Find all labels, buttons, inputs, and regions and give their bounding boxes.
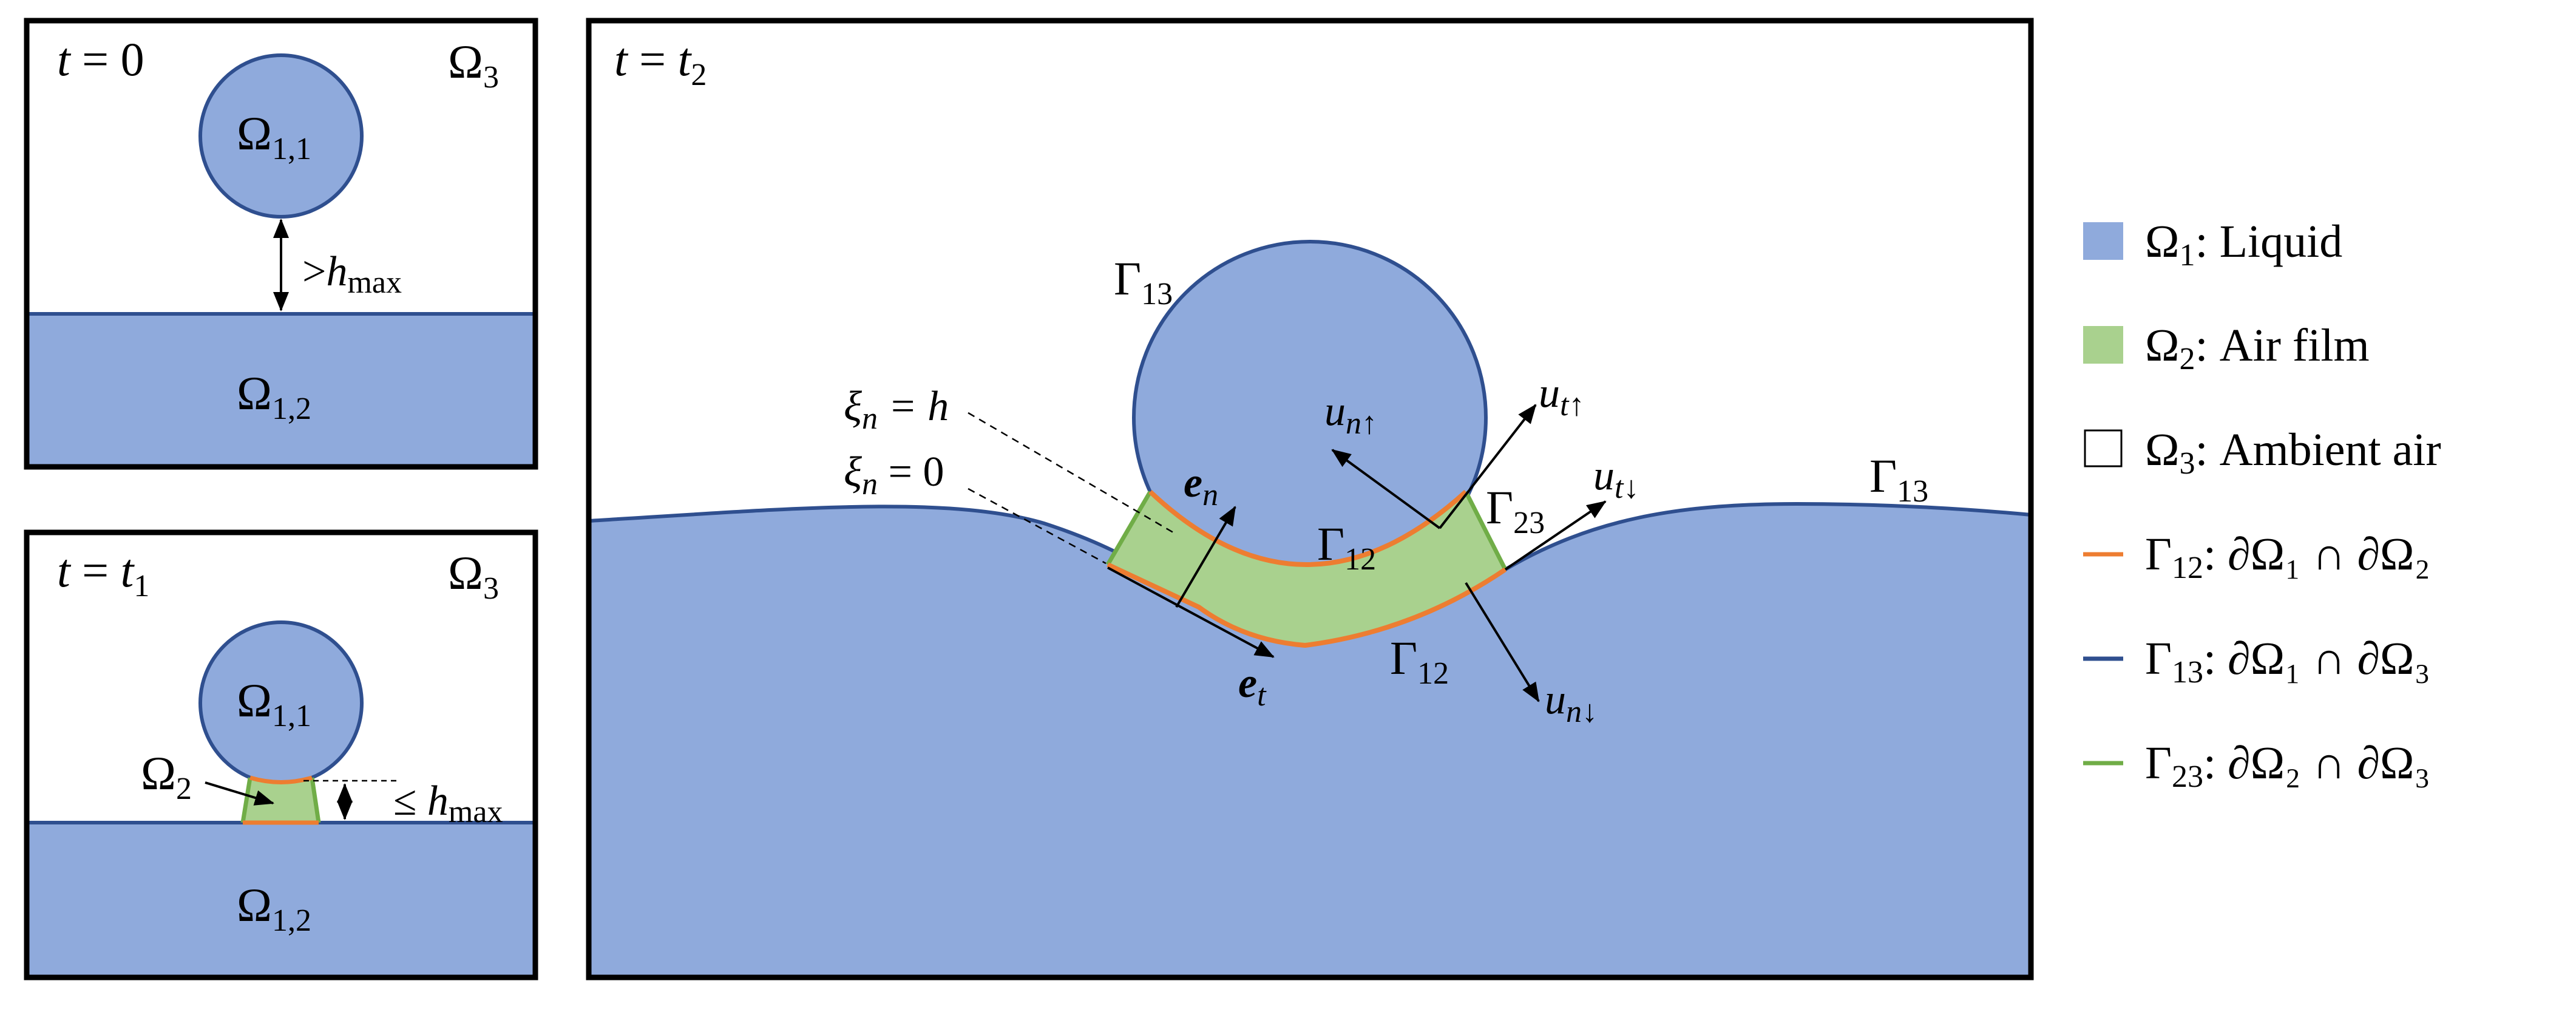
panel-b: t = t1 Ω3 Ω1,1 Ω2 ≤ hmax Ω1,2: [24, 529, 538, 980]
panel-a-drop: [198, 53, 364, 219]
panel-c-gamma12-upper-label: Γ12: [1317, 517, 1376, 577]
panel-a-pool-label: Ω1,2: [237, 367, 311, 426]
panel-b-frame: [24, 529, 538, 980]
panel-c-pool-surface-right: [1504, 501, 2032, 571]
legend-label-gamma12: Γ12: ∂Ω₁ ∩ ∂Ω₂: [2145, 529, 2430, 585]
legend-label-gamma13: Γ13: ∂Ω₁ ∩ ∂Ω₃: [2145, 633, 2430, 690]
panel-a-region3-label: Ω3: [448, 35, 499, 95]
legend-swatch-liquid: [2083, 222, 2123, 260]
panel-c-en-arrow: [1175, 506, 1236, 608]
panel-c-time-label: t = t2: [614, 33, 707, 92]
panel-c-xi-h-leader: [968, 412, 1177, 535]
panel-c-et-arrow: [1107, 566, 1275, 658]
panel-c-xi-0-label: ξn = 0: [844, 449, 944, 501]
legend-swatch-air-film: [2083, 326, 2123, 364]
panel-a-drop-label: Ω1,1: [237, 107, 311, 166]
panel-c-xi-0-leader: [968, 488, 1107, 565]
panel-c-en-label: en: [1184, 460, 1218, 512]
panel-c-film-orange-upper: [1148, 490, 1468, 567]
panel-a: t = 0 Ω3 Ω1,1 Ω1,2 >hmax: [24, 18, 538, 470]
panel-c-un-up-label: un↑: [1324, 388, 1377, 441]
legend-label-liquid: Ω1: Liquid: [2145, 216, 2342, 273]
panel-b-film-label: Ω2: [141, 747, 192, 806]
panel-b-film-orange-top: [249, 775, 313, 784]
panel-c-ut-down-arrow: [1504, 500, 1607, 571]
panel-c-un-up-arrow: [1331, 449, 1441, 529]
legend-swatch-ambient-air: [2084, 429, 2123, 467]
panel-c-un-down-arrow: [1465, 582, 1540, 702]
panel-c-film-orange-lower: [1107, 562, 1507, 648]
panel-c-gamma13-drop-label: Γ13: [1114, 252, 1173, 311]
panel-a-pool: [27, 314, 535, 467]
panel-c: t = t2 Γ13 Γ13 Γ12 Γ12 Γ23 ξn = h ξn = 0…: [586, 18, 2034, 980]
panel-c-ut-down-label: ut↓: [1593, 452, 1639, 505]
panel-c-et-label: et: [1238, 660, 1267, 713]
panel-c-air-film: [1108, 492, 1505, 645]
panel-b-film-green-edge-right: [310, 777, 321, 823]
panel-c-ut-up-arrow: [1439, 404, 1537, 529]
panel-a-time-label: t = 0: [57, 33, 144, 86]
panel-c-ut-up-label: ut↑: [1539, 370, 1584, 423]
panel-b-region3-label: Ω3: [448, 546, 499, 606]
panel-b-pool-label: Ω1,2: [237, 878, 311, 938]
panel-c-gamma12-lower-label: Γ12: [1390, 631, 1449, 691]
panel-b-air-film: [243, 778, 319, 823]
panel-b-film-pointer: [205, 781, 274, 806]
panel-c-pool: [589, 504, 2031, 977]
panel-b-film-green-edge-left: [240, 777, 253, 823]
panel-c-frame: [586, 18, 2034, 980]
panel-a-gap-label: >hmax: [302, 248, 402, 300]
panel-c-un-down-label: un↓: [1545, 676, 1598, 729]
panel-a-frame: [24, 18, 538, 470]
legend: Ω1: Liquid Ω2: Air film Ω3: Ambient air …: [2083, 216, 2441, 794]
legend-label-ambient-air: Ω3: Ambient air: [2145, 424, 2441, 481]
panel-c-xi-h-label: ξn = h: [844, 383, 949, 436]
panel-b-drop-label: Ω1,1: [237, 674, 311, 733]
panel-c-gamma23-label: Γ23: [1486, 481, 1545, 540]
panel-c-gamma13-pool-label: Γ13: [1869, 449, 1928, 509]
legend-label-gamma23: Γ23: ∂Ω₂ ∩ ∂Ω₃: [2145, 738, 2430, 794]
panel-b-gap-label: ≤ hmax: [393, 778, 503, 829]
panel-c-film-green-edge-right: [1463, 491, 1508, 571]
panel-c-film-green-edge-left: [1105, 491, 1153, 566]
legend-label-air-film: Ω2: Air film: [2145, 320, 2370, 376]
panel-b-time-label: t = t1: [57, 544, 149, 603]
panel-b-pool: [27, 823, 535, 977]
